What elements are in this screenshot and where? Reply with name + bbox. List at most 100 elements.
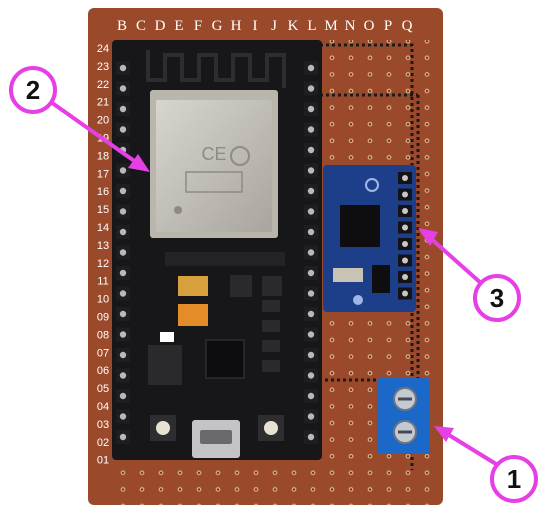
row-number: 14 <box>97 222 109 234</box>
en-button <box>150 415 176 441</box>
column-letter: L <box>307 18 316 34</box>
smd-components <box>148 252 285 385</box>
header-pin-contact <box>307 413 315 420</box>
column-letter: Q <box>402 18 413 34</box>
row-number: 03 <box>97 419 109 431</box>
sensor-pin-contact <box>402 208 408 214</box>
header-pin-contact <box>119 433 127 441</box>
sensor-pin-contact <box>402 274 408 280</box>
header-pin-contact <box>119 310 127 318</box>
column-letter: O <box>364 18 375 34</box>
header-pin-contact <box>119 372 127 379</box>
row-number: 20 <box>97 115 109 127</box>
column-letter: P <box>384 18 392 34</box>
column-letter: M <box>324 18 337 34</box>
header-pin-contact <box>119 208 127 215</box>
header-pin-contact <box>119 351 127 359</box>
row-number: 24 <box>97 43 109 55</box>
header-pin-contact <box>119 413 127 420</box>
header-pin-contact <box>307 146 315 154</box>
callout-label: 2 <box>26 75 40 105</box>
callout-label: 3 <box>490 283 504 313</box>
svg-text:CE: CE <box>201 144 226 164</box>
row-number: 11 <box>97 276 108 288</box>
row-number: 15 <box>97 204 109 216</box>
row-number: 08 <box>97 329 109 341</box>
header-pin-contact <box>119 85 127 92</box>
header-pin-contact <box>119 126 127 133</box>
row-number: 06 <box>97 365 109 377</box>
header-pin-contact <box>307 351 315 359</box>
sensor-pin-contact <box>402 224 408 231</box>
right-pin-header <box>304 61 318 444</box>
sensor-pin-contact <box>402 175 408 181</box>
callout-label: 1 <box>507 464 521 494</box>
callout-arrow-1 <box>434 426 498 466</box>
row-number: 17 <box>97 168 109 180</box>
row-number: 09 <box>97 312 109 324</box>
row-number: 02 <box>97 437 109 449</box>
boot-button <box>258 415 284 441</box>
callout-marker-2: 2 <box>9 66 57 114</box>
header-pin-contact <box>119 392 127 400</box>
callout-marker-3: 3 <box>473 274 521 322</box>
header-pin-contact <box>119 249 127 256</box>
sensor-pin-contact <box>402 290 408 297</box>
callout-arrow-3 <box>418 228 484 286</box>
header-pin-contact <box>307 290 315 297</box>
column-letter: I <box>253 18 258 34</box>
header-pin-contact <box>307 208 315 215</box>
header-pin-contact <box>307 372 315 379</box>
column-letter: K <box>288 18 299 34</box>
row-number: 01 <box>97 455 109 467</box>
header-pin-contact <box>307 331 315 338</box>
header-pin-contact <box>307 187 315 195</box>
header-pin-contact <box>307 228 315 236</box>
column-letter: B <box>117 18 127 34</box>
screw-terminal <box>377 378 430 454</box>
row-number: 22 <box>97 79 109 91</box>
row-number-labels: 2423222120191817161514131211100908070605… <box>97 43 109 467</box>
header-pin-contact <box>119 64 127 72</box>
header-pin-contact <box>307 249 315 256</box>
header-pin-contact <box>307 85 315 92</box>
sensor-pin-contact <box>402 257 408 264</box>
header-pin-contact <box>119 331 127 338</box>
header-pin-contact <box>119 167 127 174</box>
micro-usb-port <box>192 420 240 458</box>
header-pin-contact <box>119 290 127 297</box>
header-pin-contact <box>307 126 315 133</box>
row-number: 04 <box>97 401 109 413</box>
header-pin-contact <box>307 269 315 277</box>
row-number: 18 <box>97 150 109 162</box>
column-letter: F <box>194 18 202 34</box>
row-number: 12 <box>97 258 109 270</box>
header-pin-contact <box>307 433 315 441</box>
row-number: 23 <box>97 61 109 73</box>
row-number: 13 <box>97 240 109 252</box>
callout-arrow-2 <box>46 98 150 172</box>
row-number: 21 <box>97 97 109 109</box>
column-letter: G <box>212 18 223 34</box>
column-letter: H <box>231 18 242 34</box>
column-letter: C <box>136 18 146 34</box>
sensor-module <box>323 165 416 312</box>
column-letter: N <box>345 18 356 34</box>
header-pin-contact <box>307 392 315 400</box>
row-number: 07 <box>97 347 109 359</box>
header-pin-contact <box>307 105 315 113</box>
sensor-pin-contact <box>402 241 408 247</box>
header-pin-contact <box>119 269 127 277</box>
header-pin-contact <box>307 310 315 318</box>
esp32-module: CE <box>150 90 278 238</box>
row-number: 10 <box>97 294 109 306</box>
header-pin-contact <box>119 105 127 113</box>
header-pin-contact <box>307 167 315 174</box>
header-pin-contact <box>119 187 127 195</box>
header-pin-contact <box>307 64 315 72</box>
left-pin-header <box>116 61 130 444</box>
row-number: 16 <box>97 186 109 198</box>
sensor-pin-contact <box>402 191 408 198</box>
column-letter: D <box>155 18 166 34</box>
